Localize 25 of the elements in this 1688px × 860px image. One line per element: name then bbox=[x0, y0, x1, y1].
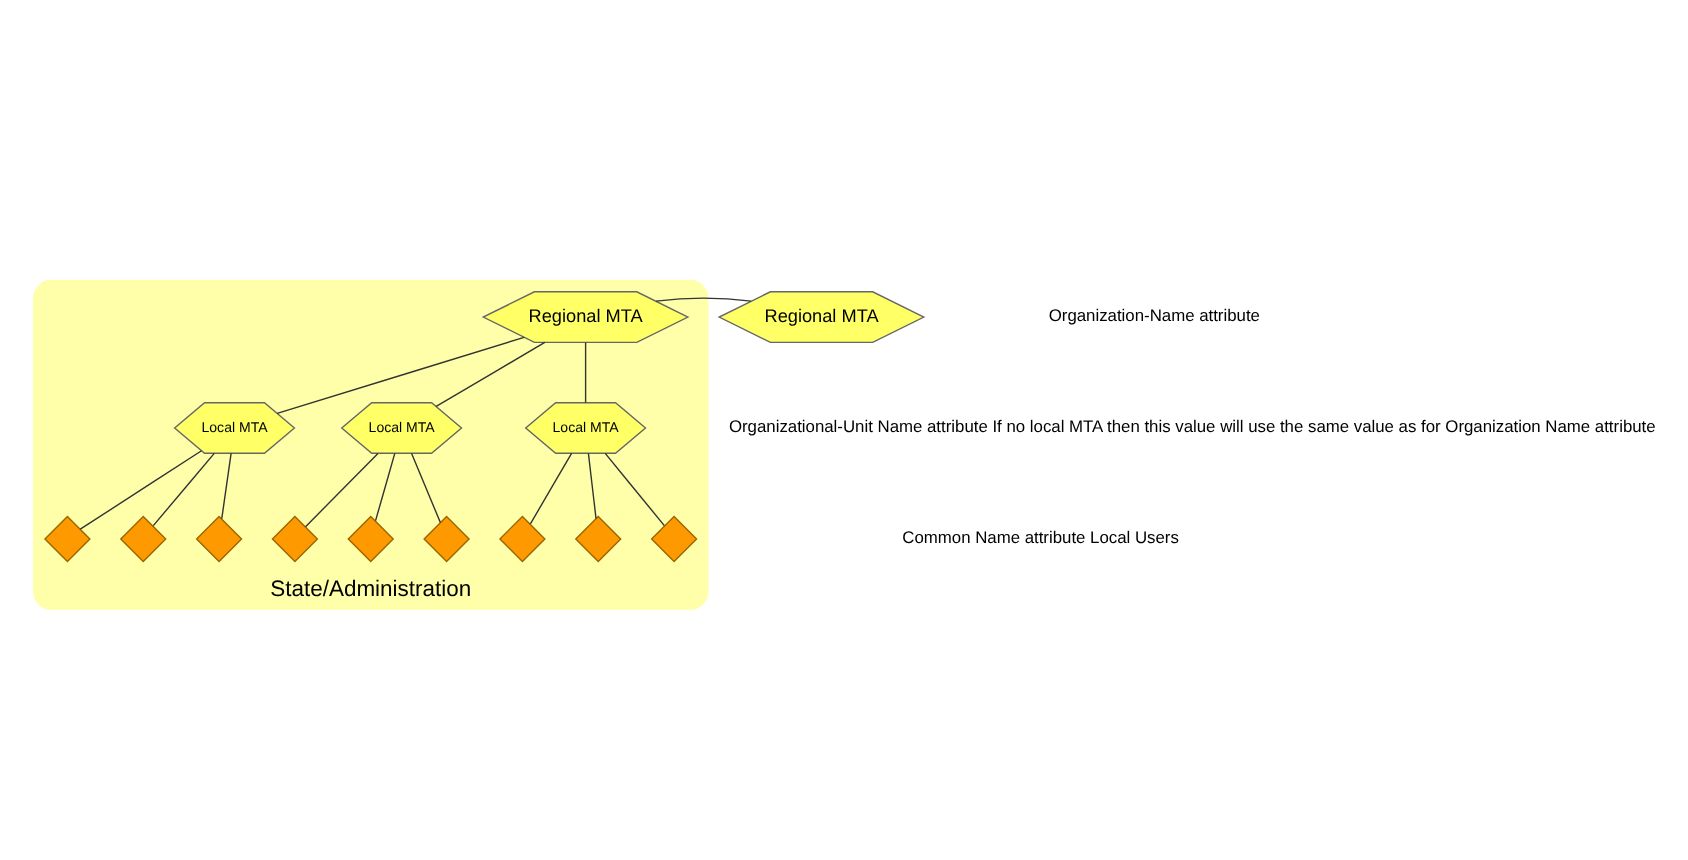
node-diamond bbox=[271, 515, 319, 563]
node-diamond bbox=[43, 515, 91, 563]
node-diamond bbox=[574, 515, 622, 563]
node-diamond bbox=[498, 515, 546, 563]
node-diamond bbox=[195, 515, 243, 563]
connector bbox=[374, 452, 396, 522]
connector bbox=[276, 336, 525, 415]
connector bbox=[584, 341, 587, 404]
node-diamond bbox=[119, 515, 167, 563]
connector bbox=[529, 452, 573, 525]
connector bbox=[304, 452, 379, 528]
connector bbox=[221, 452, 232, 520]
connector bbox=[604, 452, 666, 527]
connector bbox=[587, 452, 597, 520]
connector bbox=[435, 341, 546, 407]
connector bbox=[410, 452, 442, 524]
label: Organization-Name attribute bbox=[1048, 305, 1260, 326]
node-diamond bbox=[347, 515, 395, 563]
node-diamond bbox=[650, 515, 698, 563]
connector bbox=[79, 450, 203, 530]
label: Organizational-Unit Name attribute If no local MTA then this value will use the same value as for Organization Name attribute bbox=[728, 416, 1656, 437]
connector bbox=[655, 297, 752, 302]
label: Common Name attribute Local Users bbox=[902, 527, 1179, 548]
connector bbox=[152, 452, 215, 527]
node-diamond bbox=[423, 515, 471, 563]
